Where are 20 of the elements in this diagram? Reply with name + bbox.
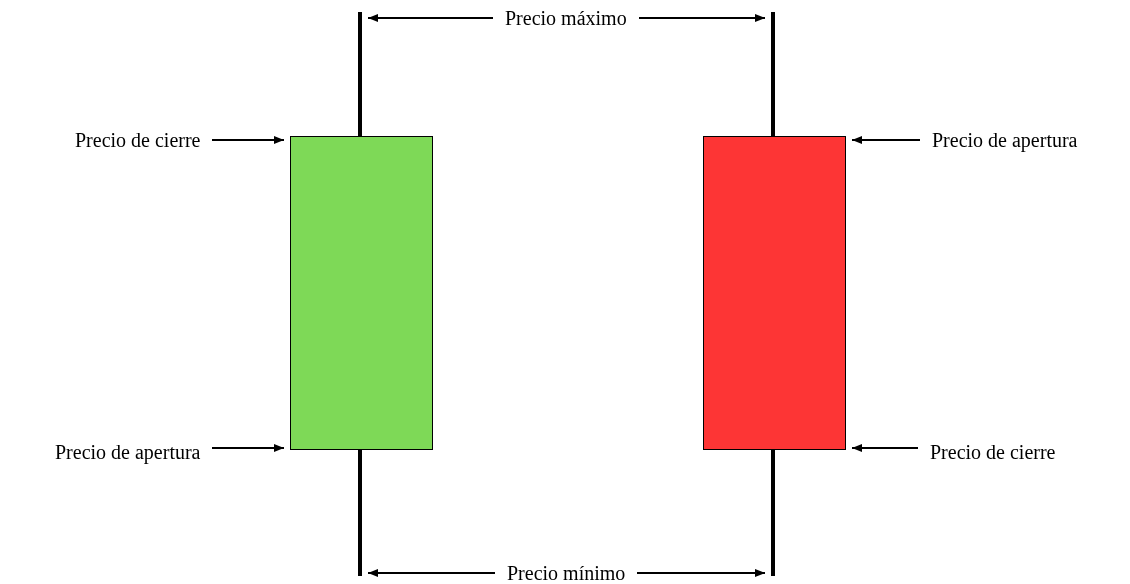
price-label: Precio máximo [505,6,627,30]
candle-wick [358,12,362,136]
leader-arrow [211,444,285,452]
price-label: Precio mínimo [507,561,626,584]
price-label: Precio de cierre [75,128,201,152]
candle-wick [771,450,775,576]
candle-wick [771,12,775,136]
bullish-candle-body [290,136,433,450]
leader-arrow [367,14,494,22]
leader-arrow [851,444,919,452]
leader-arrow [638,14,766,22]
price-label: Precio de apertura [55,440,201,464]
price-label: Precio de apertura [932,128,1078,152]
price-label: Precio de cierre [930,440,1056,464]
bearish-candle-body [703,136,846,450]
candle-wick [358,450,362,576]
leader-arrow [636,569,766,577]
leader-arrow [367,569,496,577]
leader-arrow [211,136,285,144]
leader-arrow [851,136,921,144]
